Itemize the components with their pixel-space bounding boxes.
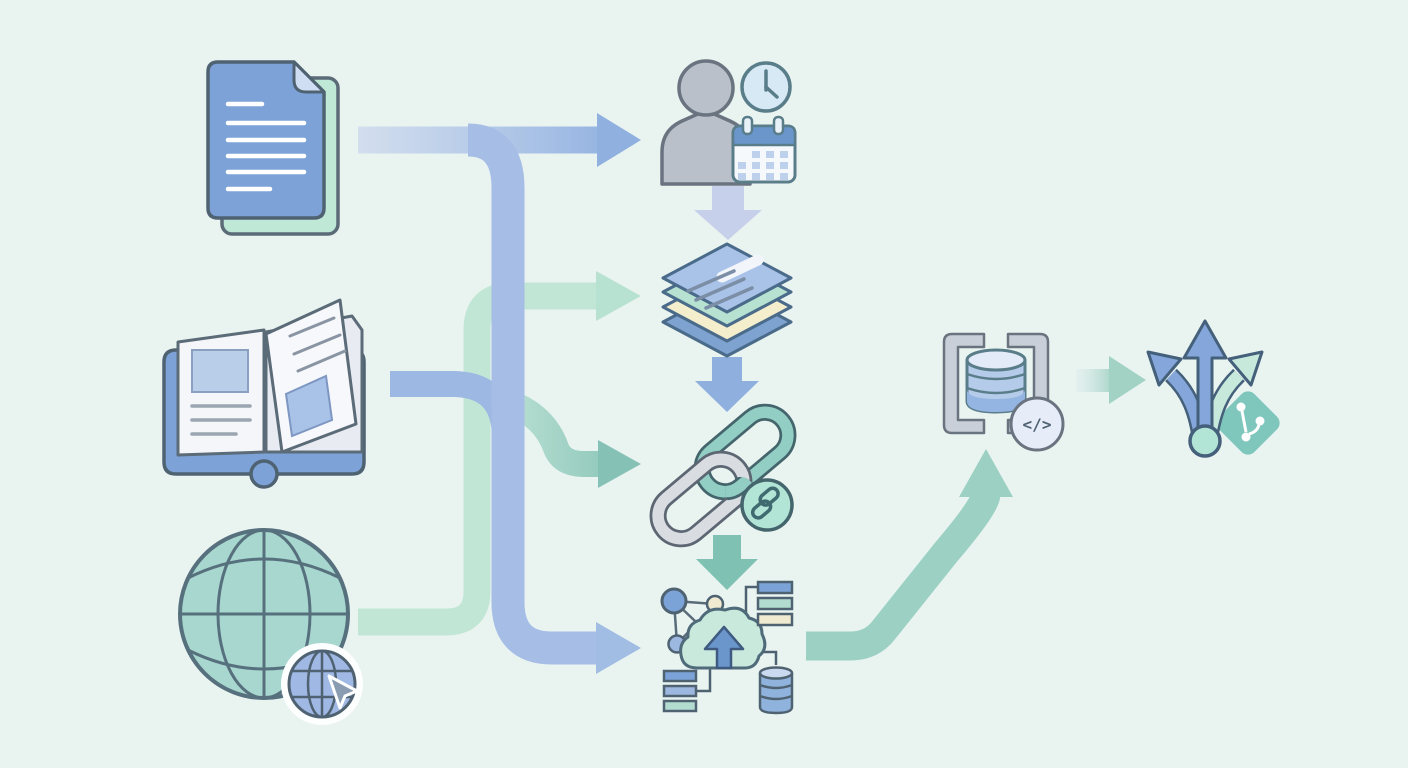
clock-hands (764, 69, 779, 99)
document-stack-icon (206, 60, 340, 236)
layers-icon (661, 242, 793, 358)
person-clock-calendar-icon (660, 59, 797, 186)
arrow-pipe-to-network (466, 123, 641, 674)
globe-grid (180, 528, 348, 700)
arrow-layers-to-linking (695, 357, 759, 412)
branch-arrows-git-icon (1146, 319, 1280, 458)
book-turning-image-placeholder (284, 374, 334, 438)
arrow-linking-to-network (696, 535, 758, 590)
layer-text-lines (686, 269, 754, 310)
calendar-icon (731, 115, 797, 184)
mini-database-icon (758, 666, 794, 715)
data-bars-right (756, 580, 794, 627)
connector-bottom (696, 666, 712, 693)
open-book-icon (162, 298, 366, 489)
database-cylinder-icon (965, 348, 1027, 414)
database-brackets-code-icon: </> (942, 332, 1065, 452)
globe-pointer-icon (178, 528, 363, 725)
calendar-day-squares (738, 151, 788, 180)
branch-origin-node (1188, 424, 1222, 458)
graph-node-blue (660, 587, 688, 615)
arrow-database-to-branch (1076, 356, 1146, 404)
branch-up-arrow (1182, 319, 1228, 438)
code-badge (1009, 396, 1065, 452)
git-diamond-icon (1216, 391, 1280, 455)
bracket-left (942, 332, 986, 435)
data-bars-bottom (662, 669, 698, 713)
cursor-pointer-icon (327, 674, 359, 710)
person-head (677, 59, 735, 117)
upload-arrow (703, 625, 745, 670)
code-glyph: </> (1023, 415, 1052, 434)
network-cloud-upload-icon (660, 580, 794, 715)
document-fold-corner (292, 60, 326, 94)
arrow-to-linking (501, 389, 641, 488)
book-left-text-lines (190, 404, 252, 436)
book-image-placeholder (191, 349, 249, 393)
link-badge-glyph (750, 486, 780, 520)
book-spine-notch (249, 459, 279, 489)
git-glyph (1236, 402, 1265, 442)
arrow-network-to-database (806, 449, 1013, 661)
chain-link-gray (649, 450, 753, 548)
flow-connectors (358, 113, 1146, 674)
chain-links-icon (649, 403, 798, 548)
document-text-lines (225, 101, 307, 192)
arrow-person-to-layers (694, 186, 762, 240)
